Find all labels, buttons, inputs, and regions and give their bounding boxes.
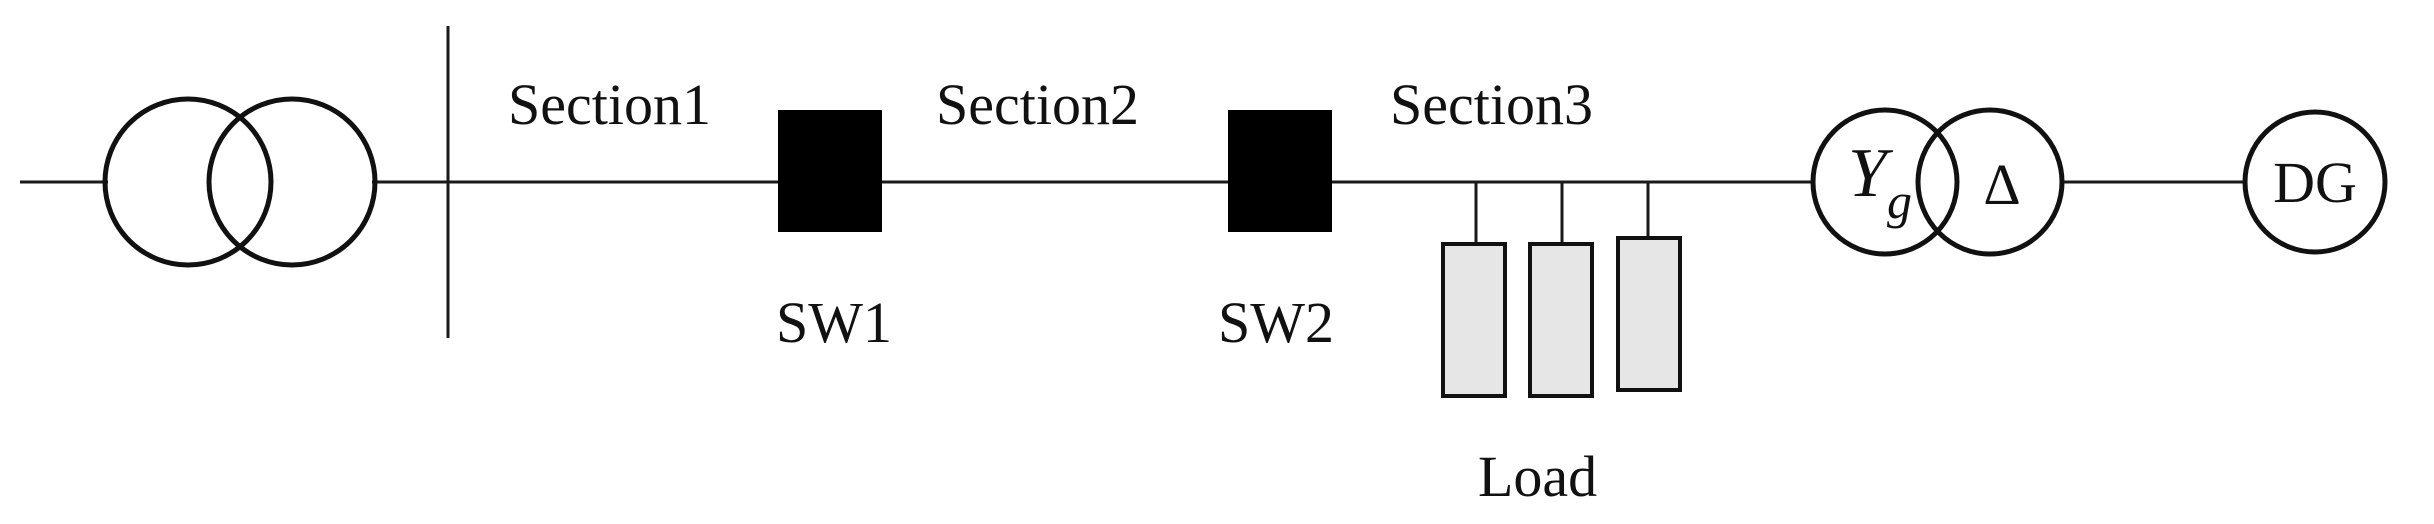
dg-generator xyxy=(2242,109,2388,255)
substation-transformer xyxy=(102,96,378,268)
load-element-2 xyxy=(1528,242,1594,398)
interface-transformer xyxy=(1810,107,2065,257)
yg-label-subscript: g xyxy=(1887,173,1912,229)
load-label: Load xyxy=(1478,444,1597,509)
yg-winding xyxy=(1810,107,1960,257)
sw2-switch xyxy=(1228,110,1332,232)
load-group xyxy=(1441,182,1682,398)
section3-label: Section3 xyxy=(1390,72,1593,137)
delta-winding xyxy=(1915,107,2065,257)
sw2-label: SW2 xyxy=(1218,290,1334,355)
sw1-label: SW1 xyxy=(776,290,892,355)
transformer-secondary-winding xyxy=(206,96,378,268)
yg-label-main: Y xyxy=(1848,135,1894,212)
section2-label: Section2 xyxy=(936,72,1139,137)
load-element-1 xyxy=(1441,242,1507,398)
section1-label: Section1 xyxy=(508,72,711,137)
transformer-primary-winding xyxy=(102,96,274,268)
delta-label: Δ xyxy=(1983,152,2020,217)
sw1-switch xyxy=(778,110,882,232)
yg-label: Yg xyxy=(1848,135,1912,229)
load-element-3 xyxy=(1616,236,1682,392)
dg-label: DG xyxy=(2273,150,2357,215)
